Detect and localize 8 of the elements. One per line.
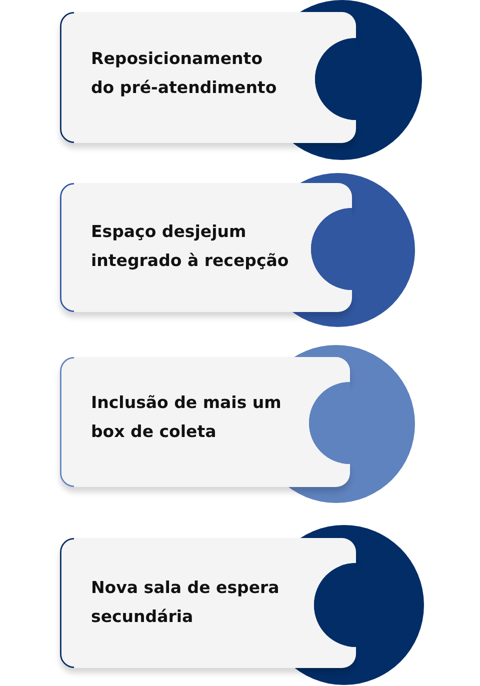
card	[60, 357, 350, 487]
card	[60, 12, 356, 143]
card	[60, 183, 352, 312]
card	[60, 538, 356, 668]
card-text: Inclusão de mais um box de coleta	[91, 392, 282, 443]
card-text: Nova sala de espera secundária	[91, 577, 280, 628]
card-text: Reposicionamento do pré-atendimento	[91, 48, 278, 99]
card-text: Espaço desjejum integrado à recepção	[91, 221, 290, 272]
